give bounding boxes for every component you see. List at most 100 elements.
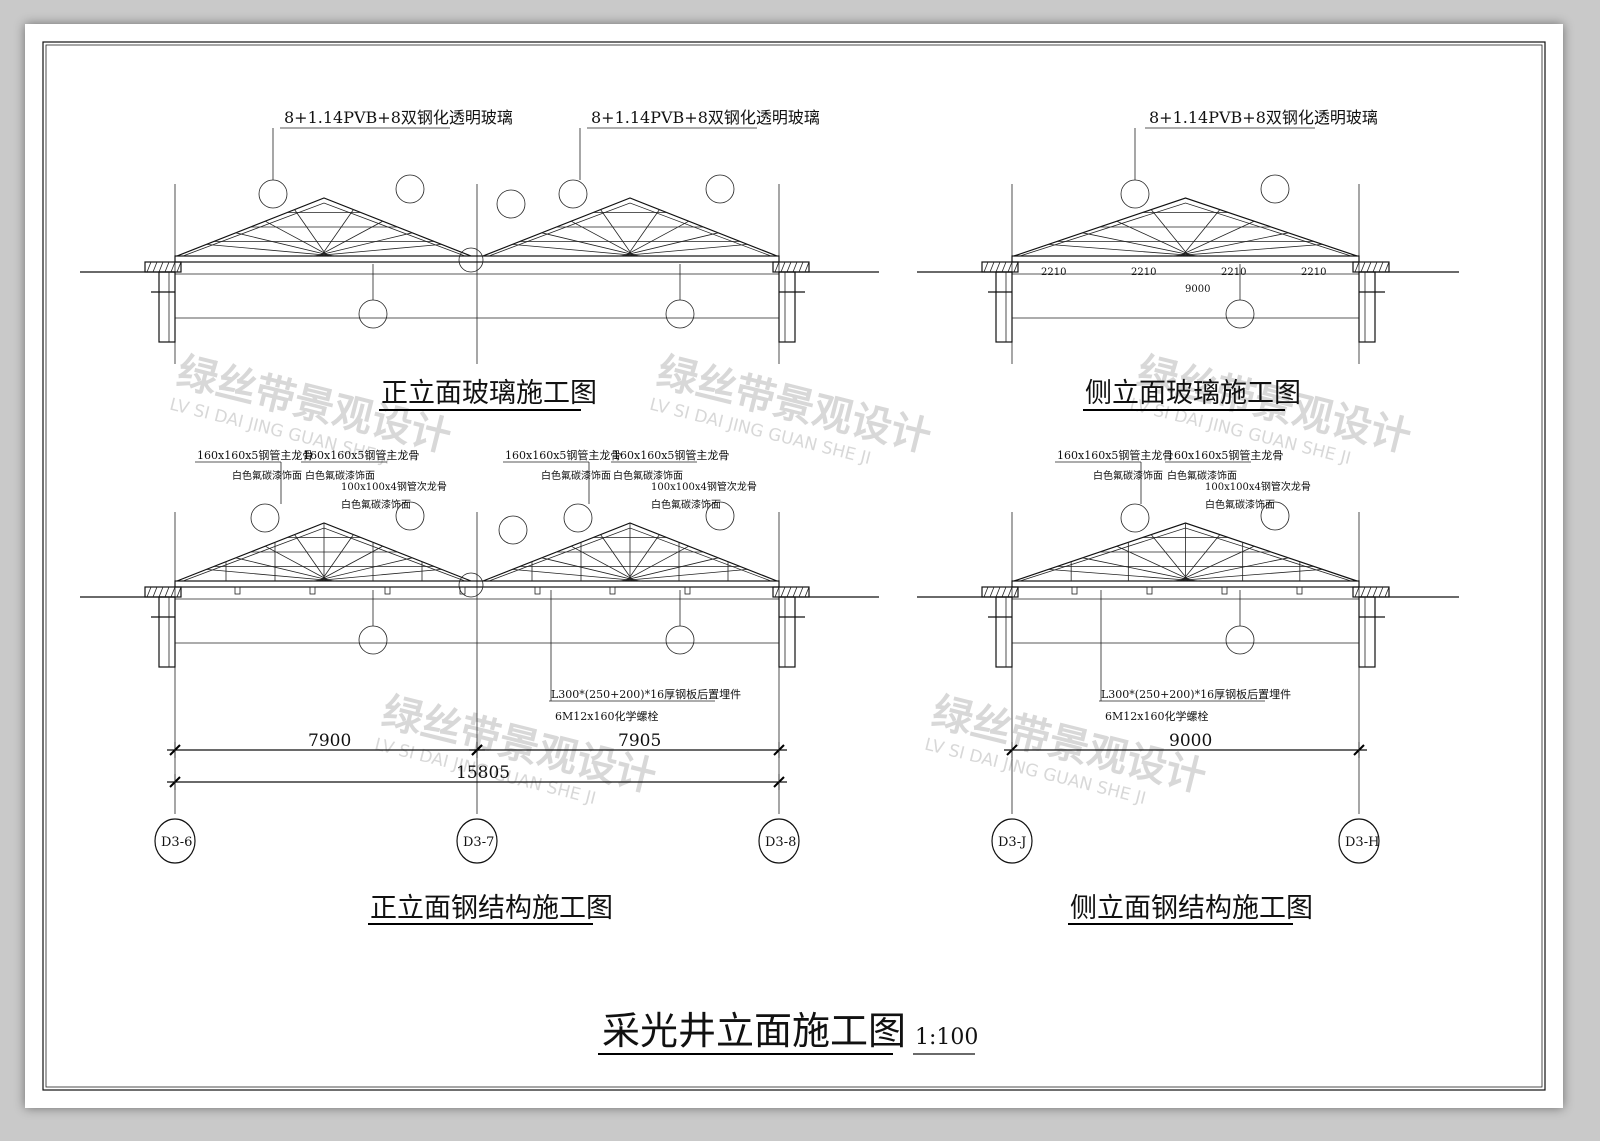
connection-plate (309, 586, 316, 595)
hatch-line (774, 586, 780, 598)
lattice-line (1082, 557, 1196, 582)
front-dim-total: 15805 (456, 763, 510, 783)
detail-bubble (665, 625, 695, 655)
side-steel-note-finish-3: 白色氟碳漆饰面 (1205, 498, 1275, 511)
detail-bubble (1225, 299, 1255, 329)
roof-gable-inner (182, 202, 466, 257)
connection-plate (1071, 586, 1078, 595)
hatch-line (989, 261, 995, 273)
wall-column (158, 596, 176, 668)
lattice-line (312, 244, 442, 257)
detail-bubble (1225, 625, 1255, 655)
hatch-line (995, 261, 1001, 273)
hatch-line (146, 261, 152, 273)
axis-label: D3-6 (161, 835, 192, 850)
hatch-line (146, 586, 152, 598)
roof-gable-inner (1019, 202, 1352, 257)
side-glass-seg-2: 2210 (1131, 267, 1156, 278)
detail-bubble (1120, 179, 1150, 209)
axis-bubble-d3-6: D3-6 (154, 818, 196, 864)
front-dim-1: 7900 (308, 731, 351, 751)
detail-bubble (458, 247, 484, 273)
sheet-title: 采光井立面施工图 (602, 1009, 906, 1053)
outer-border (42, 41, 1546, 1091)
eave-beam (174, 580, 780, 588)
detail-bubble (705, 174, 735, 204)
lattice-line (1171, 244, 1323, 257)
detail-bubble (258, 179, 288, 209)
detail-bubble (498, 515, 528, 545)
hatch-line (792, 586, 798, 598)
detail-bubble (705, 501, 735, 531)
detail-bubble (358, 299, 388, 329)
wall-column (1358, 271, 1376, 343)
side-glass-title: 侧立面玻璃施工图 (1085, 378, 1301, 409)
roof-gable (176, 197, 472, 257)
lattice-line (541, 232, 639, 257)
front-steel-note-finish-right-1: 白色氟碳漆饰面 (541, 469, 611, 482)
front-steel-note-finish-right-2: 白色氟碳漆饰面 (613, 469, 683, 482)
hatch-line (774, 261, 780, 273)
detail-bubble (250, 503, 280, 533)
detail-bubble (395, 501, 425, 531)
hatch-line (804, 586, 810, 598)
roof-gable-inner (488, 202, 772, 257)
axis-label: D3-8 (765, 835, 796, 850)
lattice-line (1048, 569, 1200, 582)
hatch-line (798, 586, 804, 598)
connection-plate (1146, 586, 1153, 595)
hatch-line (983, 586, 989, 598)
front-steel-note-main-mid: 160x160x5钢管主龙骨 (303, 448, 419, 462)
connection-plate (1221, 586, 1228, 595)
lattice-line (618, 244, 748, 257)
lattice-line (1171, 569, 1323, 582)
hatch-line (164, 586, 170, 598)
connection-plate (684, 586, 691, 595)
wall-column (778, 596, 796, 668)
hatch-line (152, 586, 158, 598)
hatch-line (1001, 586, 1007, 598)
detail-bubble (665, 299, 695, 329)
hatch-line (1013, 261, 1019, 273)
lattice-line (235, 557, 333, 582)
axis-label: D3-H (1345, 835, 1379, 850)
hatch-line (1001, 261, 1007, 273)
side-steel-bolt-note: 6M12x160化学螺栓 (1105, 709, 1208, 723)
hatch-line (780, 586, 786, 598)
roof-gable (482, 197, 778, 257)
detail-bubble (395, 174, 425, 204)
axis-bubble-d3-8: D3-8 (758, 818, 800, 864)
connection-plate (1296, 586, 1303, 595)
hatch-line (1013, 586, 1019, 598)
side-steel-embed-note: L300*(250+200)*16厚钢板后置埋件 (1101, 687, 1291, 701)
hatch-line (1366, 586, 1372, 598)
eave-beam (1011, 580, 1360, 588)
wall-column (778, 271, 796, 343)
hatch-line (1007, 261, 1013, 273)
connection-plate (234, 586, 241, 595)
roof-gable (1013, 197, 1358, 257)
front-steel-note-finish-left-2: 白色氟碳漆饰面 (341, 498, 411, 511)
wall-column (158, 271, 176, 343)
side-steel-note-secondary: 100x100x4钢管次龙骨 (1205, 480, 1311, 493)
lattice-line (1150, 209, 1190, 257)
side-glass-seg-1: 2210 (1041, 267, 1066, 278)
connection-plate (384, 586, 391, 595)
connection-plate (609, 586, 616, 595)
side-glass-note: 8+1.14PVB+8双钢化透明玻璃 (1149, 108, 1378, 127)
front-steel-title: 正立面钢结构施工图 (370, 893, 613, 924)
front-glass-note-left: 8+1.14PVB+8双钢化透明玻璃 (284, 108, 513, 127)
lattice-line (312, 569, 442, 582)
hatch-line (1354, 261, 1360, 273)
front-steel-note-main-right-1: 160x160x5钢管主龙骨 (505, 448, 621, 462)
hatch-line (1372, 586, 1378, 598)
axis-bubble-d3-7: D3-7 (456, 818, 498, 864)
lattice-line (600, 534, 634, 582)
front-steel-note-main-left: 160x160x5钢管主龙骨 (197, 448, 313, 462)
connection-plate (534, 586, 541, 595)
lattice-line (1048, 244, 1200, 257)
